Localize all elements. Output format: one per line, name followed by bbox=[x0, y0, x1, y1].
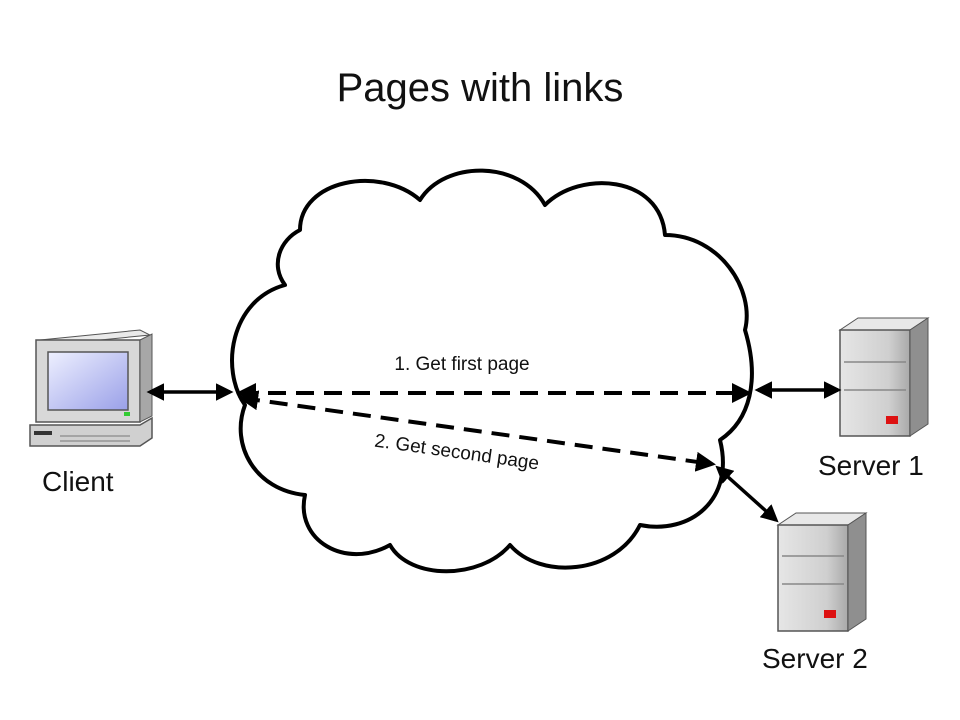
server-tower-icon bbox=[838, 317, 930, 437]
request-1-label: 1. Get first page bbox=[394, 354, 529, 375]
page-title: Pages with links bbox=[336, 66, 624, 110]
cloud-server2-link bbox=[715, 465, 779, 523]
desktop-computer-icon bbox=[29, 329, 153, 447]
server-tower-icon bbox=[776, 512, 868, 632]
server2-label: Server 2 bbox=[762, 643, 868, 674]
client-label: Client bbox=[42, 466, 114, 497]
server1-label: Server 1 bbox=[818, 450, 924, 481]
request-2-arrow bbox=[238, 390, 716, 472]
